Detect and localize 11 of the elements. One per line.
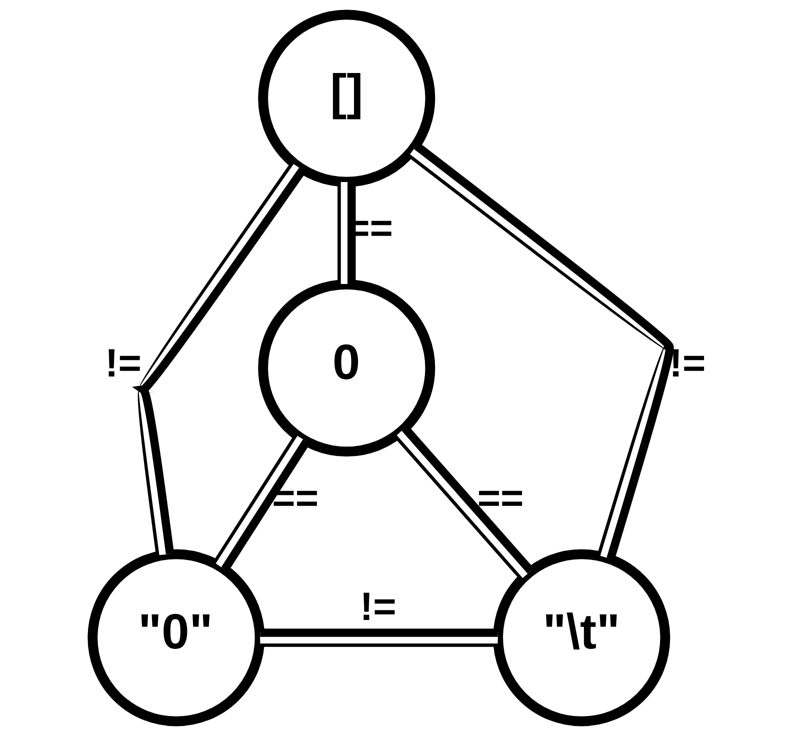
node-circle: "0" <box>88 549 265 726</box>
edge-label: != <box>669 342 706 386</box>
edge-label: != <box>360 584 396 629</box>
edge-label: != <box>105 342 142 386</box>
edge-label: == <box>477 476 524 520</box>
connector <box>408 142 674 560</box>
node-circle: [] <box>258 10 436 187</box>
connector <box>338 182 356 284</box>
connector <box>260 628 498 647</box>
node-circle: "\t" <box>493 549 670 726</box>
node-circle: 0 <box>258 279 436 457</box>
